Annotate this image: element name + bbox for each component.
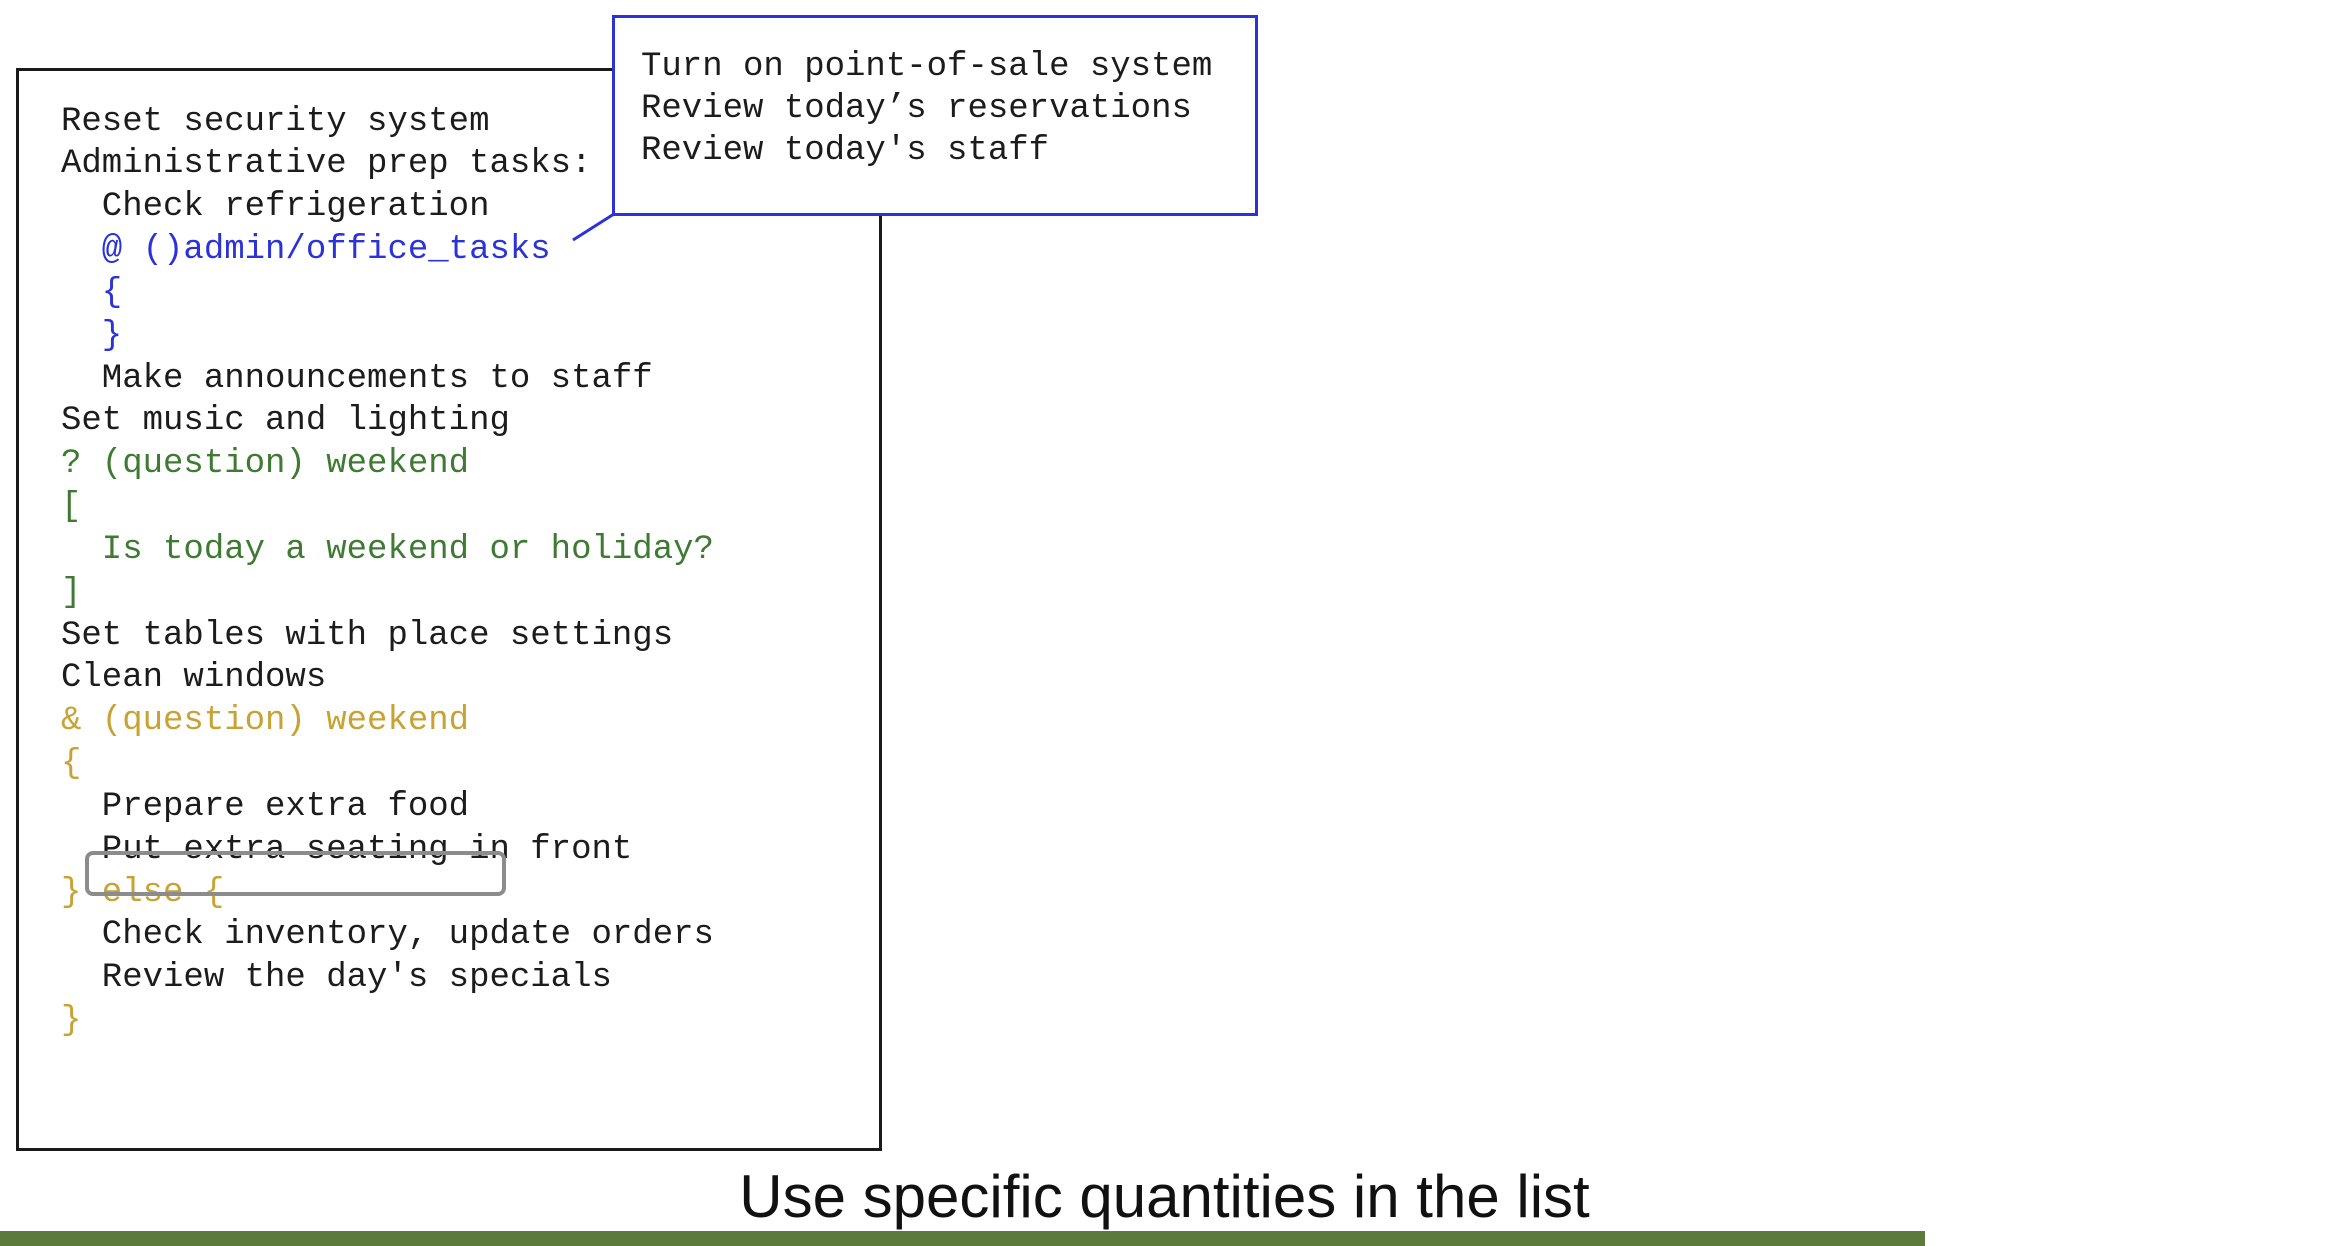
- list-line-check-refrigeration: Check refrigeration: [61, 188, 490, 226]
- list-line-check-inventory: Check inventory, update orders: [61, 916, 714, 954]
- list-line-question-weekend: ? (question) weekend: [61, 445, 470, 483]
- list-line-music-lighting: Set music and lighting: [61, 402, 510, 440]
- prepare-extra-food-highlight: [85, 851, 506, 896]
- callout-box: Turn on point-of-sale system Review toda…: [612, 15, 1258, 216]
- list-line-reset-security: Reset security system: [61, 103, 490, 141]
- list-line-prepare-extra-food: Prepare extra food: [61, 788, 470, 826]
- callout-line-reservations: Review today’s reservations: [641, 90, 1192, 128]
- list-line-open-bracket: [: [61, 488, 82, 526]
- list-line-close-brace-blue: }: [61, 317, 123, 355]
- list-line-admin-prep: Administrative prep tasks:: [61, 145, 592, 183]
- list-line-close-bracket: ]: [61, 574, 82, 612]
- list-line-open-brace-gold: {: [61, 745, 82, 783]
- list-line-set-tables: Set tables with place settings: [61, 617, 674, 655]
- main-list-box: Reset security system Administrative pre…: [16, 68, 882, 1151]
- list-line-question-text: Is today a weekend or holiday?: [61, 531, 714, 569]
- list-line-review-specials: Review the day's specials: [61, 959, 612, 997]
- list-line-extra-seating: Put extra seating in front: [61, 831, 633, 869]
- list-line-admin-office-tasks: @ ()admin/office_tasks: [61, 231, 551, 269]
- callout-connector-line: [572, 212, 615, 242]
- caption-text: Use specific quantities in the list: [739, 1163, 1590, 1230]
- list-line-conditional-weekend: & (question) weekend: [61, 702, 470, 740]
- callout-line-point-of-sale: Turn on point-of-sale system: [641, 48, 1213, 86]
- callout-line-staff: Review today's staff: [641, 132, 1050, 170]
- list-line-open-brace-blue: {: [61, 274, 123, 312]
- slide-caption: Use specific quantities in the list: [0, 1162, 2347, 1232]
- list-line-clean-windows: Clean windows: [61, 659, 327, 697]
- footer-bar: [0, 1231, 1925, 1246]
- list-line-announcements: Make announcements to staff: [61, 360, 653, 398]
- list-line-close-brace-gold: }: [61, 1002, 82, 1040]
